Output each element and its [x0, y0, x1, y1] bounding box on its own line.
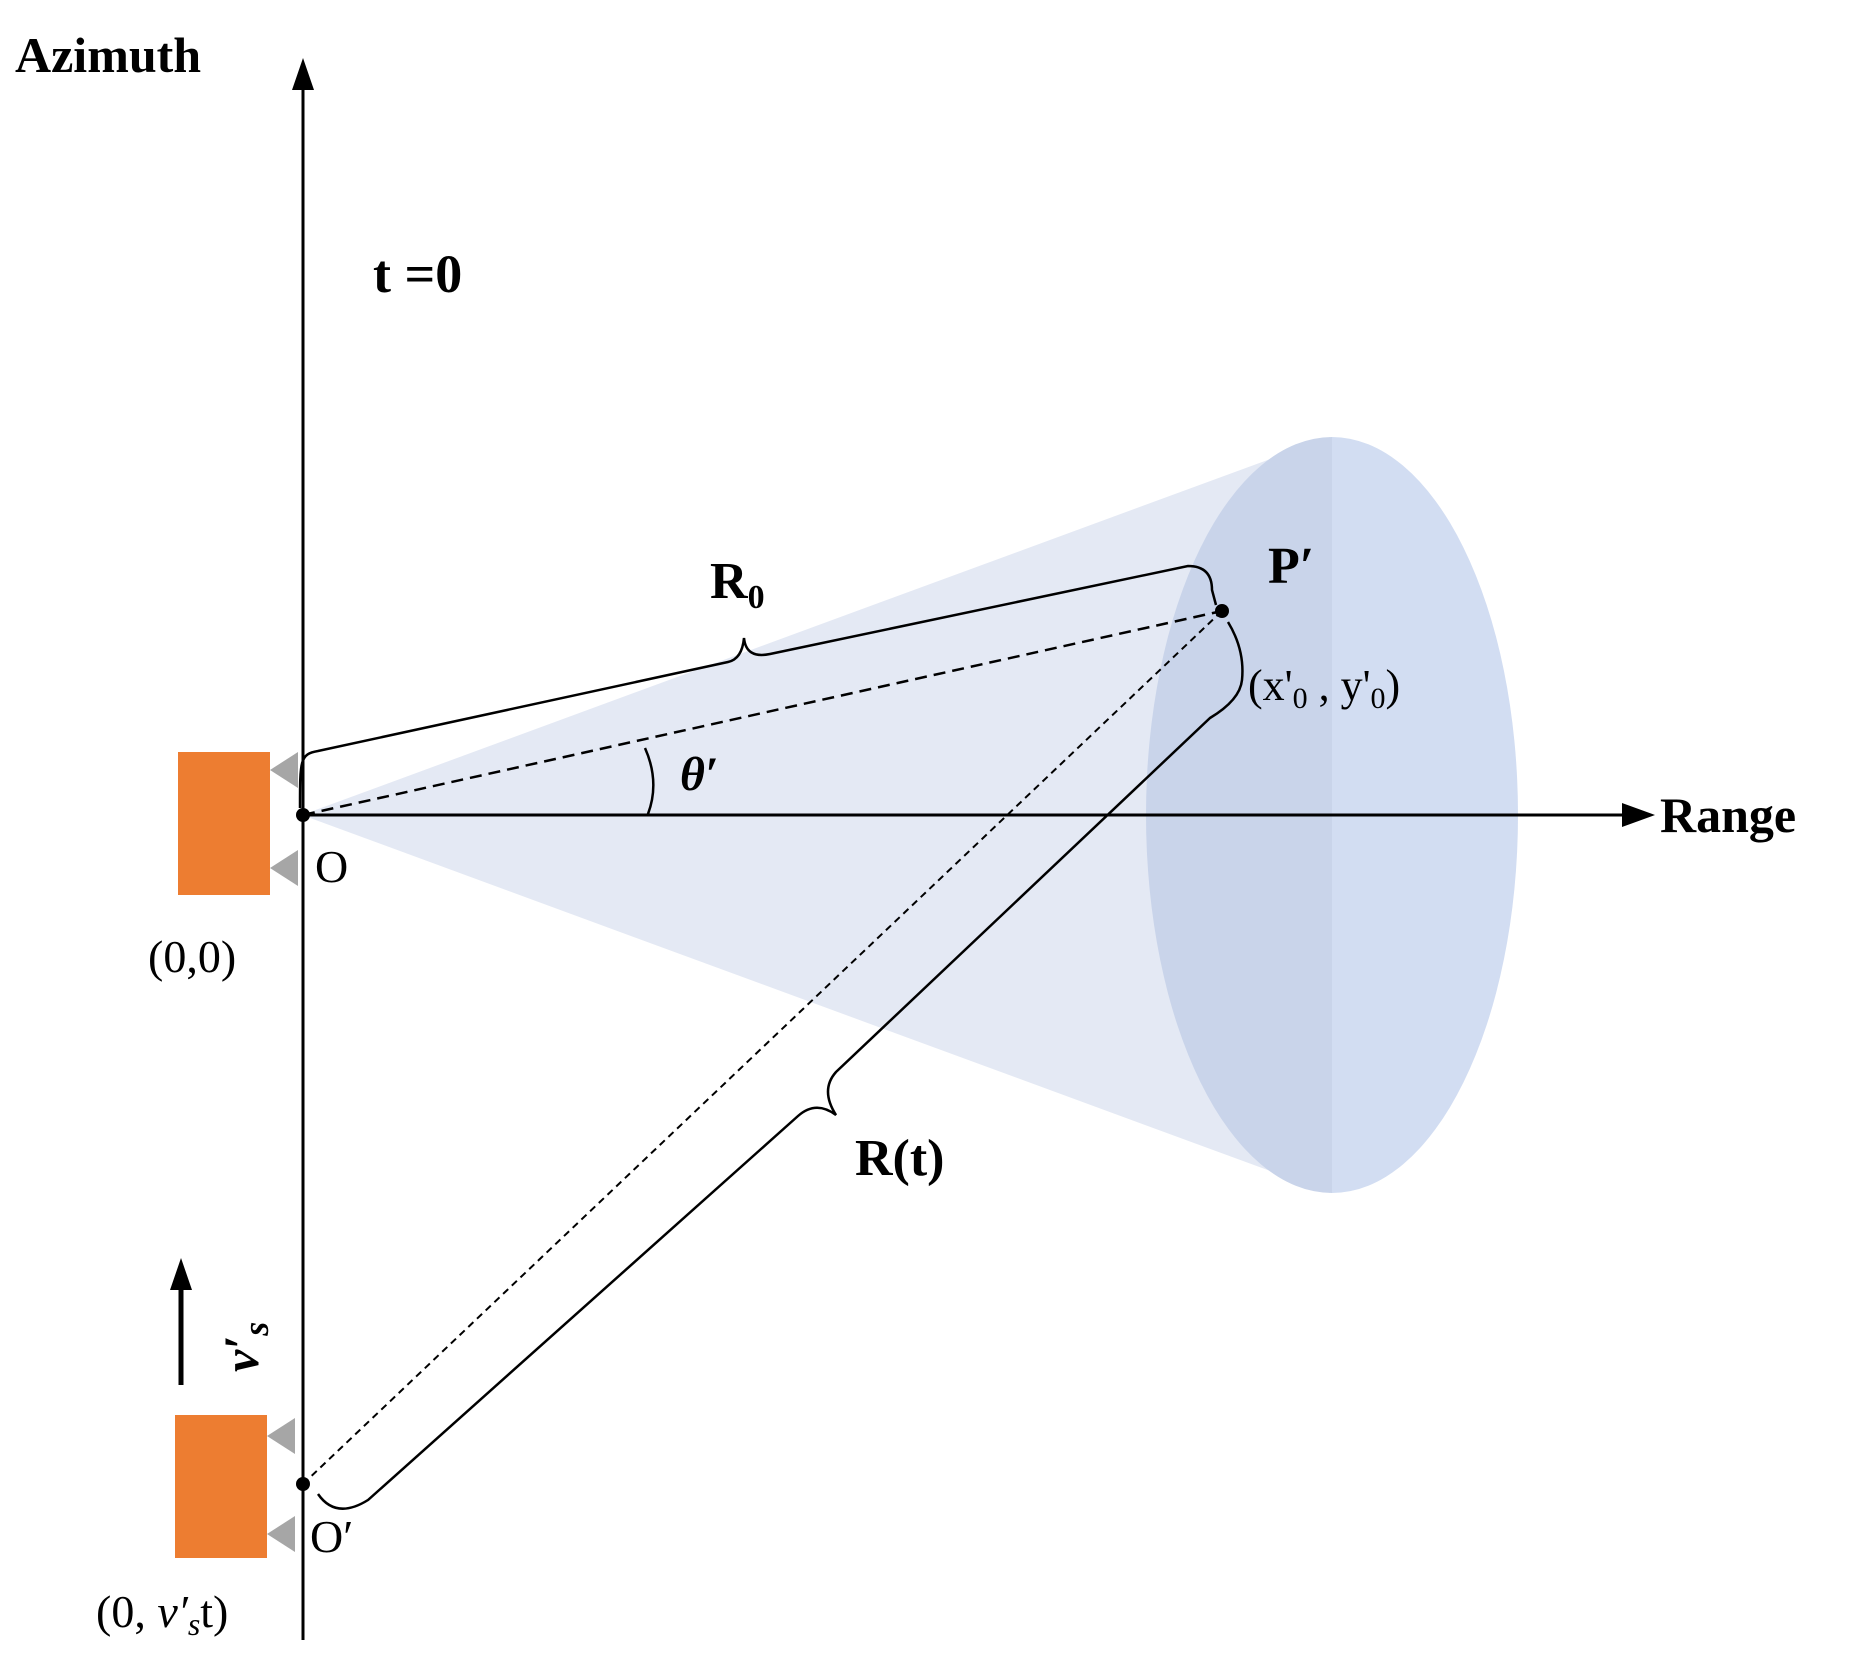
- range-label: Range: [1660, 787, 1796, 843]
- origin-coord-label: (0,0): [148, 931, 236, 982]
- point-p-prime: [1215, 604, 1229, 618]
- angle-label: θ′: [680, 748, 718, 801]
- velocity-arrowhead: [170, 1258, 192, 1290]
- target-label: P′: [1268, 538, 1314, 595]
- angle-arc: [643, 747, 655, 815]
- moved-origin-coord-label: (0, v′st): [96, 1586, 228, 1642]
- antenna-upper-moved: [267, 1418, 295, 1454]
- rt-brace: [316, 621, 1244, 1510]
- slant-line-o-to-p: [302, 609, 1223, 817]
- azimuth-label: Azimuth: [15, 27, 201, 83]
- point-o-prime: [296, 1477, 310, 1491]
- rt-label: R(t): [855, 1130, 945, 1187]
- radar-platform-origin: [178, 752, 270, 895]
- slant-line-o-prime-to-p: [302, 610, 1223, 1485]
- r0-brace: [298, 564, 1218, 809]
- antenna-lower-origin: [270, 850, 298, 886]
- origin-label: O: [315, 841, 348, 892]
- azimuth-axis-arrow: [292, 58, 314, 90]
- radar-platform-moved: [175, 1415, 267, 1558]
- point-o: [296, 808, 310, 822]
- r0-label: R0: [710, 553, 765, 616]
- target-coord-label: (x'0 , y'0): [1248, 661, 1400, 715]
- velocity-label: v′s: [213, 1322, 276, 1372]
- range-axis-arrow: [1622, 803, 1655, 827]
- moved-origin-label: O′: [310, 1511, 353, 1562]
- antenna-upper-origin: [270, 752, 298, 788]
- time-label: t =0: [373, 244, 462, 304]
- antenna-lower-moved: [267, 1516, 295, 1552]
